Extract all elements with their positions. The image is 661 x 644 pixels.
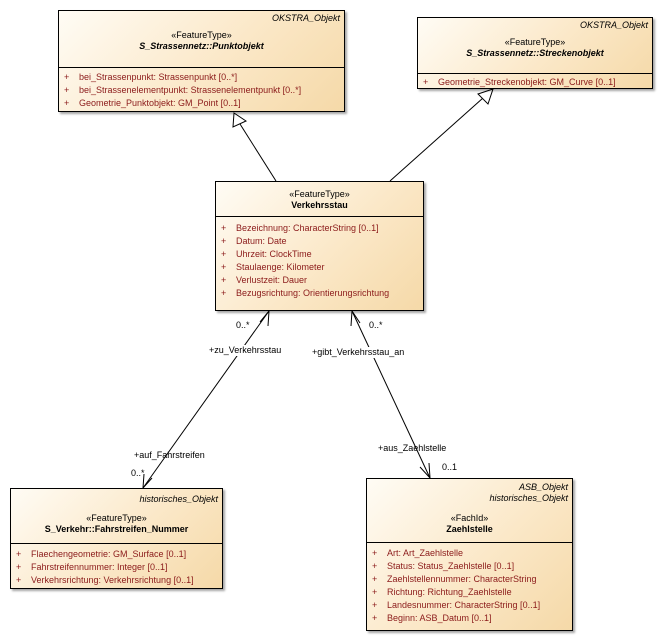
role-label: +zu_Verkehrsstau (209, 345, 282, 356)
class-stereotype: «FachId» (450, 513, 489, 523)
class-separator (216, 216, 423, 217)
class-fahrstreifen-nummer[interactable]: historisches_Objekt «FeatureType» S_Verk… (10, 488, 223, 589)
attribute-row: +Fahrstreifennummer: Integer [0..1] (16, 562, 168, 572)
attribute-row: +Richtung: Richtung_Zaehlstelle (372, 587, 512, 597)
attribute-row: +Geometrie_Punktobjekt: GM_Point [0..1] (64, 98, 241, 108)
class-package-label: OKSTRA_Objekt (271, 13, 340, 23)
attribute-row: +Geometrie_Streckenobjekt: GM_Curve [0..… (423, 77, 616, 87)
generalization-streckenobjekt-arrowhead (477, 88, 494, 105)
attribute-row: +Flaechengeometrie: GM_Surface [0..1] (16, 549, 187, 559)
attribute-list: +Geometrie_Streckenobjekt: GM_Curve [0..… (418, 76, 652, 89)
attribute-list: +bei_Strassenpunkt: Strassenpunkt [0..*]… (59, 71, 344, 110)
class-stereotype: «FeatureType» (86, 513, 147, 523)
class-name: Zaehlstelle (446, 524, 493, 534)
association-fahrstreifen-line (142, 310, 270, 489)
class-name: S_Strassennetz::Punktobjekt (139, 41, 264, 51)
class-package-label: ASB_Objekt (518, 482, 568, 492)
association-zaehlstelle-arrow-top (350, 309, 361, 327)
class-separator (11, 543, 222, 544)
class-stereotype: «FeatureType» (504, 37, 566, 47)
class-package-label-secondary: historisches_Objekt (489, 493, 568, 503)
class-punktobjekt[interactable]: OKSTRA_Objekt «FeatureType» S_Strassenne… (58, 10, 345, 112)
association-zaehlstelle-line (351, 310, 431, 479)
class-name: Verkehrsstau (291, 200, 348, 210)
attribute-row: +Verkehrsrichtung: Verkehrsrichtung [0..… (16, 575, 194, 585)
attribute-row: +Landesnummer: CharacterString [0..1] (372, 600, 541, 610)
class-verkehrsstau[interactable]: «FeatureType» Verkehrsstau +Bezeichnung:… (215, 181, 424, 311)
association-fahrstreifen-arrow-top (259, 309, 270, 327)
multiplicity-label: 0..* (131, 468, 145, 478)
attribute-row: +Beginn: ASB_Datum [0..1] (372, 613, 492, 623)
attribute-row: +Verlustzeit: Dauer (221, 275, 308, 285)
attribute-row: +Datum: Date (221, 236, 287, 246)
attribute-row: +Zaehlstellennummer: CharacterString (372, 574, 537, 584)
generalization-punktobjekt-arrowhead (232, 112, 248, 128)
multiplicity-label: 0..1 (442, 462, 458, 472)
class-name: S_Strassennetz::Streckenobjekt (466, 48, 604, 58)
class-name: S_Verkehr::Fahrstreifen_Nummer (44, 524, 189, 534)
role-label: +gibt_Verkehrsstau_an (312, 347, 405, 358)
class-stereotype: «FeatureType» (171, 30, 232, 40)
multiplicity-label: 0..* (236, 320, 250, 330)
class-package-label: historisches_Objekt (139, 494, 218, 504)
attribute-list: +Art: Art_Zaehlstelle +Status: Status_Za… (367, 547, 572, 625)
generalization-punktobjekt-line (239, 123, 277, 182)
attribute-row: +Staulaenge: Kilometer (221, 262, 325, 272)
class-zaehlstelle[interactable]: ASB_Objekt historisches_Objekt «FachId» … (366, 478, 573, 631)
role-label: +auf_Fahrstreifen (134, 450, 205, 460)
class-package-label: OKSTRA_Objekt (579, 20, 648, 30)
class-stereotype: «FeatureType» (289, 189, 350, 199)
role-label: +aus_Zaehlstelle (378, 443, 447, 453)
attribute-row: +Bezugsrichtung: Orientierungsrichtung (221, 288, 390, 298)
attribute-row: +Status: Status_Zaehlstelle [0..1] (372, 561, 515, 571)
class-separator (59, 67, 344, 68)
attribute-row: +bei_Strassenelementpunkt: Strasseneleme… (64, 85, 302, 95)
class-streckenobjekt[interactable]: OKSTRA_Objekt «FeatureType» S_Strassenne… (417, 17, 653, 89)
class-separator (367, 542, 572, 543)
attribute-row: +Art: Art_Zaehlstelle (372, 548, 464, 558)
class-separator (418, 73, 652, 74)
multiplicity-label: 0..* (369, 320, 383, 330)
attribute-row: +Uhrzeit: ClockTime (221, 249, 312, 259)
generalization-streckenobjekt-line (389, 97, 484, 182)
attribute-list: +Bezeichnung: CharacterString [0..1] +Da… (216, 222, 423, 300)
association-zaehlstelle-arrow-bottom (419, 462, 431, 480)
attribute-list: +Flaechengeometrie: GM_Surface [0..1] +F… (11, 548, 222, 587)
attribute-row: +bei_Strassenpunkt: Strassenpunkt [0..*] (64, 72, 238, 82)
attribute-row: +Bezeichnung: CharacterString [0..1] (221, 223, 379, 233)
